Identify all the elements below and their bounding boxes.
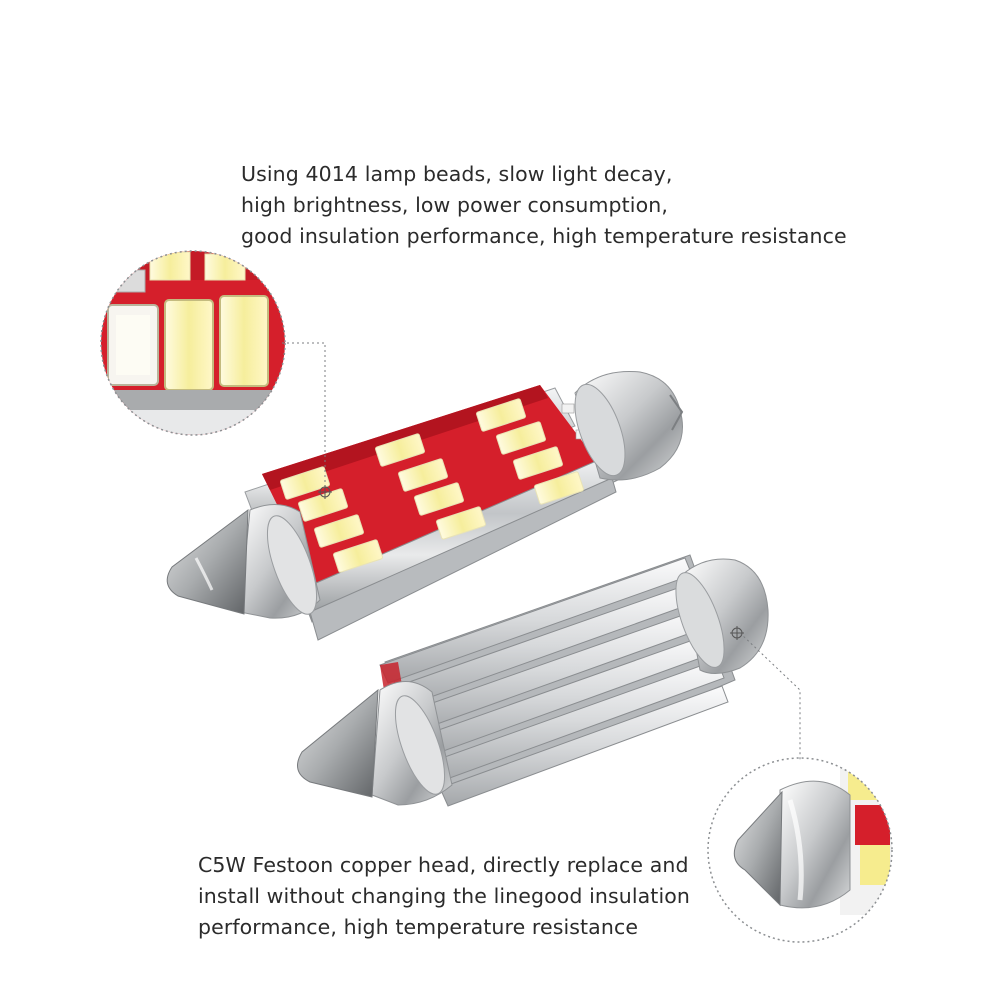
caption-line: good insulation performance, high temper…	[241, 224, 847, 248]
caption-line: Using 4014 lamp beads, slow light decay,	[241, 162, 673, 186]
feature-caption-top: Using 4014 lamp beads, slow light decay,…	[241, 159, 847, 252]
zoom-circle-cap	[707, 757, 893, 943]
led-bulb-back	[297, 554, 769, 807]
feature-caption-bottom: C5W Festoon copper head, directly replac…	[198, 850, 690, 943]
caption-line: C5W Festoon copper head, directly replac…	[198, 853, 689, 877]
caption-line: high brightness, low power consumption,	[241, 193, 668, 217]
led-bulb-front	[166, 370, 684, 641]
zoom-circle-leds	[100, 250, 286, 436]
caption-line: performance, high temperature resistance	[198, 915, 639, 939]
caption-line: install without changing the linegood in…	[198, 884, 690, 908]
